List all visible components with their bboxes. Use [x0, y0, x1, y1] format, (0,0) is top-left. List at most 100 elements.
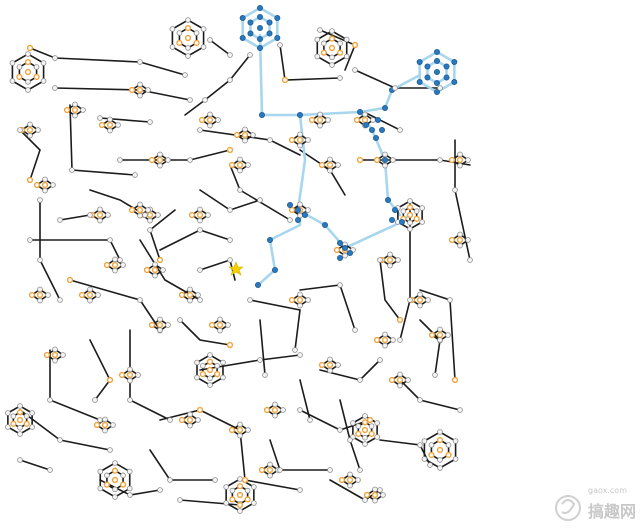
graph-node[interactable] — [327, 167, 333, 174]
active-node[interactable] — [384, 196, 391, 203]
graph-node[interactable] — [223, 484, 229, 490]
graph-node[interactable] — [297, 142, 303, 149]
graph-node[interactable] — [335, 362, 341, 368]
graph-node[interactable] — [445, 332, 451, 338]
graph-node[interactable] — [200, 26, 207, 32]
graph-node[interactable] — [237, 421, 243, 428]
graph-node[interactable] — [17, 127, 23, 133]
graph-node[interactable] — [397, 127, 403, 133]
goal-node[interactable] — [193, 39, 200, 47]
active-node[interactable] — [271, 266, 278, 273]
graph-node[interactable] — [197, 267, 203, 273]
graph-node[interactable] — [382, 342, 388, 349]
active-node[interactable] — [256, 5, 263, 11]
graph-node[interactable] — [355, 477, 361, 483]
goal-node[interactable] — [41, 181, 49, 189]
graph-node[interactable] — [200, 363, 206, 369]
goal-node[interactable] — [308, 116, 316, 124]
graph-node[interactable] — [104, 472, 110, 479]
graph-node[interactable] — [272, 412, 278, 419]
graph-node[interactable] — [329, 54, 335, 61]
graph-node[interactable] — [29, 410, 35, 416]
goal-node[interactable] — [178, 416, 186, 424]
goal-node[interactable] — [216, 321, 224, 329]
graph-node[interactable] — [297, 302, 303, 309]
graph-node[interactable] — [329, 28, 335, 34]
graph-node[interactable] — [380, 492, 386, 498]
goal-node[interactable] — [206, 358, 214, 365]
goal-node[interactable] — [16, 416, 24, 424]
graph-node[interactable] — [237, 508, 243, 514]
goal-node[interactable] — [361, 426, 369, 434]
goal-node[interactable] — [318, 161, 326, 169]
active-node[interactable] — [424, 63, 431, 70]
goal-node[interactable] — [119, 481, 127, 488]
graph-node[interactable] — [407, 297, 413, 303]
graph-node[interactable] — [247, 297, 253, 303]
goal-node[interactable] — [333, 246, 341, 254]
graph-node[interactable] — [5, 410, 11, 416]
graph-node[interactable] — [145, 87, 151, 93]
graph-node[interactable] — [165, 322, 171, 328]
active-node[interactable] — [286, 201, 293, 208]
graph-node[interactable] — [187, 411, 193, 418]
goal-node[interactable] — [226, 146, 234, 154]
active-node[interactable] — [433, 58, 440, 65]
graph-node[interactable] — [214, 363, 220, 369]
graph-node[interactable] — [307, 417, 313, 423]
graph-node[interactable] — [245, 427, 251, 433]
graph-node[interactable] — [292, 347, 298, 353]
graph-node[interactable] — [327, 156, 333, 163]
graph-node[interactable] — [187, 422, 193, 429]
graph-node[interactable] — [60, 352, 66, 358]
graph-node[interactable] — [47, 397, 53, 403]
goal-node[interactable] — [236, 426, 244, 434]
graph-node[interactable] — [152, 272, 158, 279]
graph-node[interactable] — [337, 282, 343, 288]
goal-node[interactable] — [448, 156, 456, 164]
active-node[interactable] — [388, 216, 395, 223]
goal-node[interactable] — [24, 58, 32, 66]
goal-node[interactable] — [228, 161, 236, 169]
graph-node[interactable] — [25, 87, 31, 93]
graph-node[interactable] — [16, 64, 23, 70]
goal-node[interactable] — [126, 371, 134, 379]
graph-node[interactable] — [337, 427, 343, 433]
goal-node[interactable] — [416, 296, 424, 304]
goal-node[interactable] — [184, 34, 192, 42]
active-node[interactable] — [443, 63, 450, 70]
graph-node[interactable] — [37, 197, 43, 203]
goal-node[interactable] — [136, 206, 144, 214]
goal-node[interactable] — [363, 491, 371, 499]
graph-node[interactable] — [350, 420, 356, 426]
graph-node[interactable] — [27, 121, 33, 128]
graph-node[interactable] — [297, 407, 303, 413]
graph-node[interactable] — [72, 101, 78, 108]
goal-node[interactable] — [208, 321, 216, 329]
graph-node[interactable] — [52, 346, 58, 353]
goal-node[interactable] — [51, 351, 59, 359]
graph-node[interactable] — [397, 382, 403, 389]
graph-node[interactable] — [421, 456, 428, 462]
graph-node[interactable] — [317, 111, 323, 118]
graph-node[interactable] — [207, 37, 213, 43]
graph-node[interactable] — [69, 167, 75, 173]
goal-node[interactable] — [146, 211, 154, 219]
graph-node[interactable] — [227, 237, 233, 243]
goal-node[interactable] — [206, 116, 214, 124]
graph-node[interactable] — [9, 78, 16, 84]
graph-node[interactable] — [457, 162, 463, 169]
goal-node[interactable] — [271, 406, 279, 414]
active-node[interactable] — [266, 19, 273, 26]
goal-node[interactable] — [381, 336, 389, 344]
active-node[interactable] — [258, 112, 265, 119]
graph-node[interactable] — [387, 262, 393, 269]
graph-node[interactable] — [377, 357, 383, 363]
graph-node[interactable] — [257, 197, 263, 203]
active-node[interactable] — [391, 206, 398, 213]
graph-node[interactable] — [147, 217, 153, 224]
active-node[interactable] — [274, 35, 281, 42]
graph-node[interactable] — [33, 64, 40, 70]
active-node[interactable] — [416, 79, 423, 86]
goal-node[interactable] — [320, 49, 328, 56]
